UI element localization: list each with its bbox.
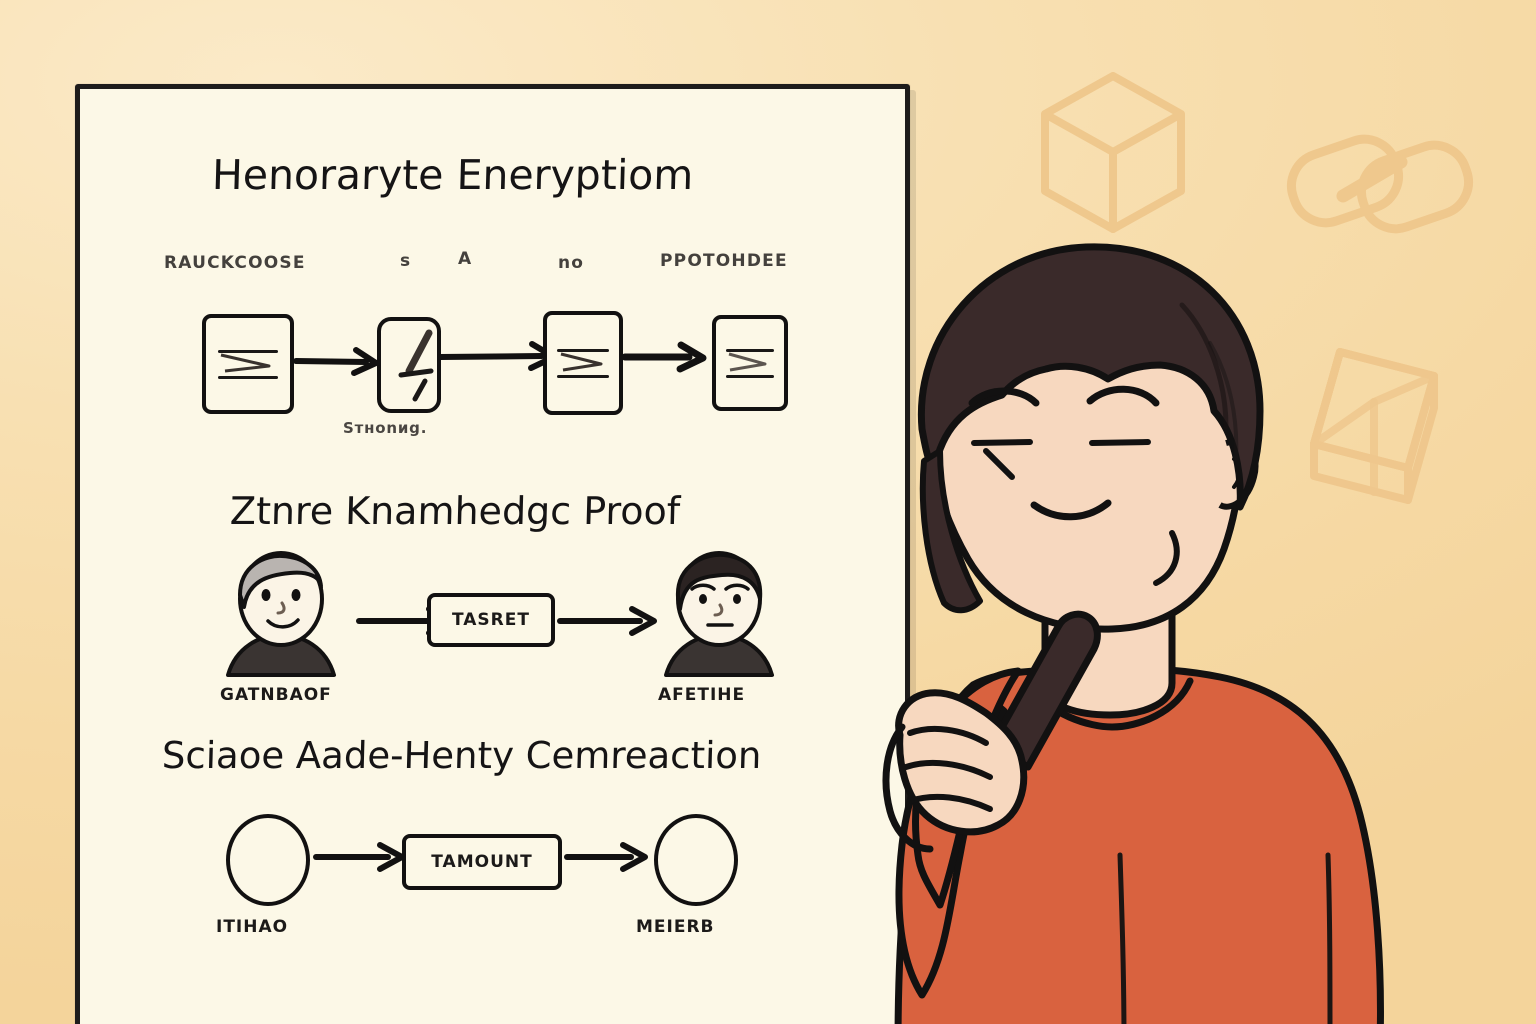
- doc-node-3: [712, 315, 788, 411]
- avatar-verifier: [658, 551, 780, 681]
- column-label-plaintext: RAUCKCOOSE: [164, 253, 306, 273]
- flow-caption: Sтнonиg.: [343, 419, 428, 437]
- node-circle-left: [226, 814, 310, 906]
- thinking-person: [790, 215, 1430, 1024]
- node-circle-right-label: MEIERB: [636, 917, 715, 937]
- flow-arrow-1: [293, 341, 390, 385]
- node-circle-right: [654, 814, 738, 906]
- column-label-op2: A: [458, 249, 473, 269]
- column-label-op3: no: [558, 253, 585, 273]
- zk-proof-box-label: TASRET: [452, 610, 530, 630]
- conn-arrow-1: [312, 837, 416, 881]
- conn-payload-box: TAMOUNT: [402, 834, 562, 890]
- conn-payload-box-label: TAMOUNT: [431, 852, 533, 872]
- avatar-prover: [220, 551, 342, 681]
- node-circle-left-label: ITIHAO: [216, 917, 289, 937]
- section-heading-secure-connection: Sciaoe Aade-Henty Cemreaction: [161, 734, 763, 777]
- doc-node-2: [543, 311, 623, 415]
- zk-arrow-2: [556, 601, 666, 645]
- conn-arrow-2: [563, 837, 659, 881]
- avatar-verifier-label: AFETIHE: [658, 685, 746, 705]
- zk-proof-box: TASRET: [427, 593, 555, 647]
- cube-wireframe-icon: [1296, 342, 1451, 510]
- column-label-op1: s: [400, 251, 412, 271]
- section-heading-zero-knowledge: Ztnre Knamhedgc Proof: [229, 489, 681, 533]
- flow-arrow-3: [621, 337, 715, 381]
- column-label-ciphertext: PPOTOHDEE: [660, 251, 788, 271]
- board-title: Henoraryte Eneryptiom: [211, 151, 694, 199]
- avatar-prover-label: GATNBAOF: [220, 685, 332, 705]
- whiteboard: Henoraryte Eneryptiom RAUCKCOOSE s A no …: [75, 84, 910, 1024]
- cube-solid-icon: [1037, 70, 1189, 235]
- doc-node-1: [202, 314, 294, 414]
- lock-node: [377, 317, 441, 413]
- chain-link-icon: [1283, 112, 1478, 262]
